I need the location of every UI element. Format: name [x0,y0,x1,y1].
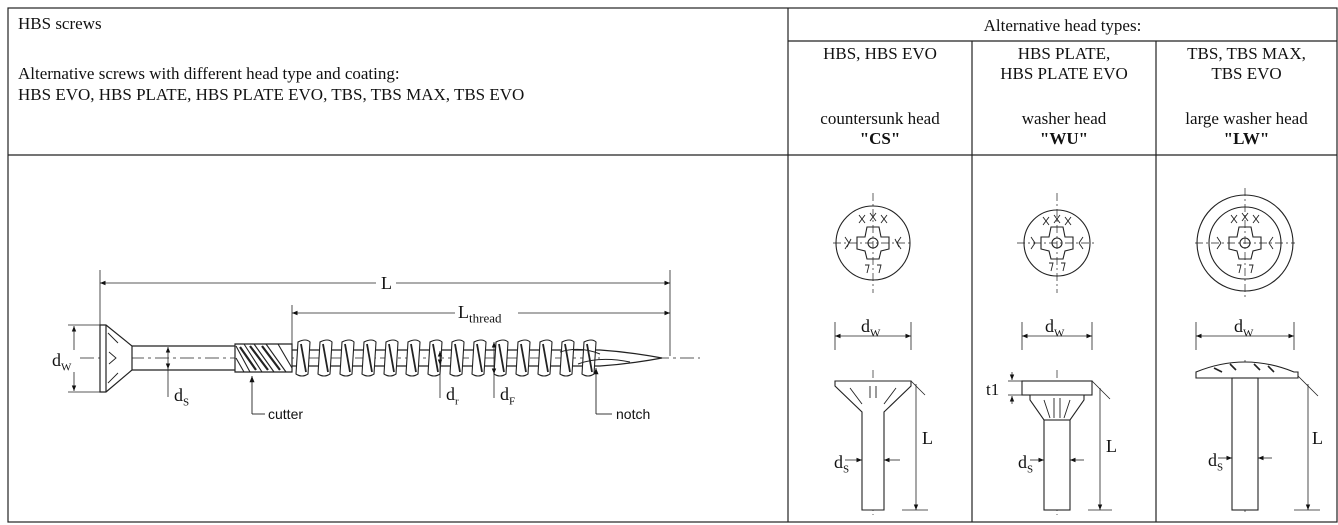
column-name-line2 [788,64,972,84]
label-length: L [381,273,392,293]
cs-label-head-diameter: dW [861,316,881,340]
thread-shadow [388,343,395,373]
alternative-screws-intro: Alternative screws with different head t… [18,64,400,83]
label-thread-diameter: dF [500,384,516,408]
thread-shadow [542,343,549,373]
column-head-type: large washer head [1185,109,1308,128]
lw-label-length: L [1312,428,1323,448]
wu-label-head-diameter: dW [1045,316,1065,340]
column-head-type: washer head [1021,109,1107,128]
thread-shadow [564,343,571,373]
column-header-cs: HBS, HBS EVO countersunk head "CS" [788,44,972,149]
thread-shadow [322,343,329,373]
column-name-line1: TBS, TBS MAX, [1187,44,1306,63]
lw-label-shank-diameter: dS [1208,450,1224,474]
head-top-views [833,188,1295,298]
head-side-views [834,322,1320,515]
thread-shadow [586,343,593,373]
label-shank-diameter: dS [174,385,190,409]
wu-label-length: L [1106,436,1117,456]
wu-label-shank-diameter: dS [1018,452,1034,476]
thread-shadow [300,343,307,373]
label-thread-length: Lthread [458,302,502,326]
thread-shadow [344,343,351,373]
column-head-code: "WU" [1039,129,1089,148]
label-head-diameter: dW [52,350,72,374]
cs-label-length: L [922,428,933,448]
thread-shadow [520,343,527,373]
column-head-type: countersunk head [820,109,940,128]
thread-shadow [366,343,373,373]
main-screw-drawing [68,270,700,415]
thread-shadow [476,343,483,373]
alternative-head-types-title: Alternative head types: [983,16,1142,35]
alternative-screws-list: HBS EVO, HBS PLATE, HBS PLATE EVO, TBS, … [18,85,525,104]
document-title: HBS screws [18,14,102,33]
column-name-line2: TBS EVO [1211,64,1282,83]
column-head-code: "CS" [859,129,901,148]
column-head-code: "LW" [1223,129,1270,148]
thread-shadow [432,343,439,373]
wu-label-washer-thickness: t1 [986,380,1000,399]
thread-shadow [454,343,461,373]
cs-label-shank-diameter: dS [834,452,850,476]
thread-shadow [410,343,417,373]
column-header-lw: TBS, TBS MAX, TBS EVO large washer head … [1156,44,1337,149]
table-grid [7,7,1338,523]
column-header-wu: HBS PLATE, HBS PLATE EVO washer head "WU… [972,44,1156,149]
label-cutter: cutter [268,406,304,422]
column-name-line1: HBS PLATE, [1017,44,1111,63]
lw-label-head-diameter: dW [1234,316,1254,340]
column-name-line1: HBS, HBS EVO [823,44,937,63]
label-root-diameter: dr [446,384,459,408]
column-name-line2: HBS PLATE EVO [1000,64,1128,83]
label-notch: notch [616,406,651,422]
thread-shadow [498,343,505,373]
